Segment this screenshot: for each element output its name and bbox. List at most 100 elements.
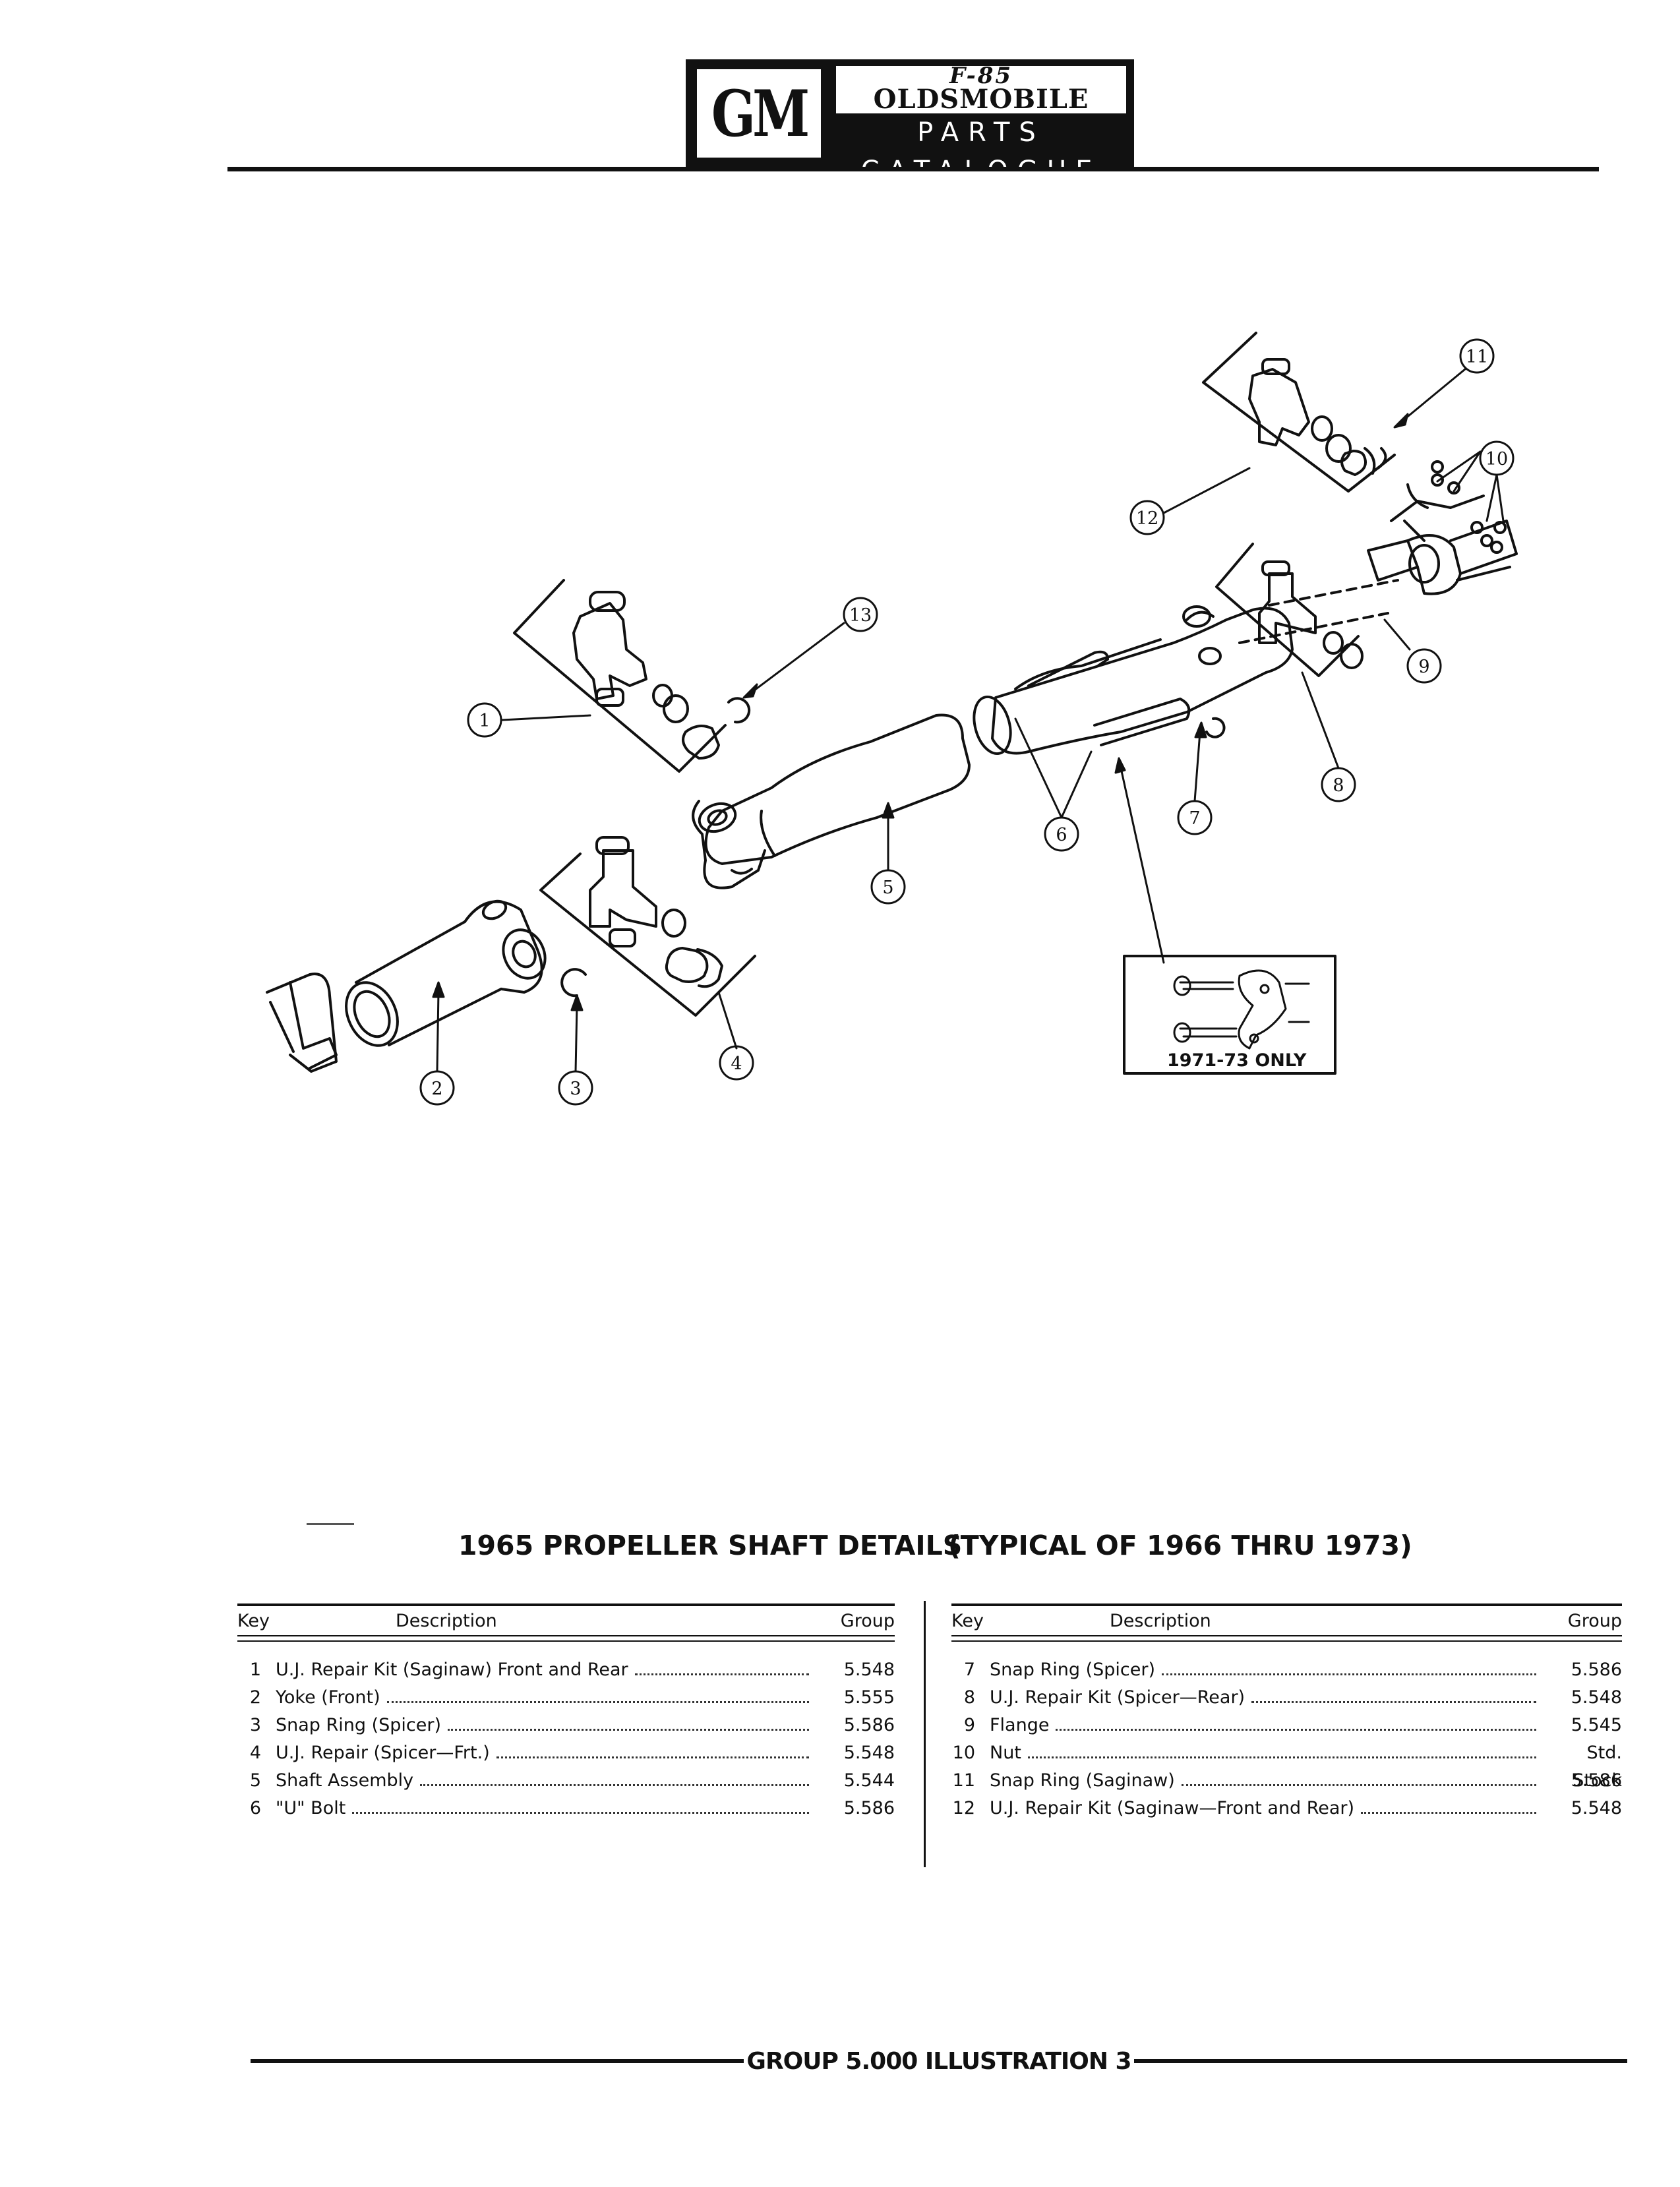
callout-2-label: 2 (431, 1079, 442, 1099)
header-group: Group (1567, 1610, 1622, 1631)
u-joint-kit-8-drawing (1215, 543, 1399, 677)
callout-2: 2 (419, 1070, 455, 1106)
row-key: 4 (249, 1743, 261, 1763)
logo-white-panel: F-85 OLDSMOBILE (836, 63, 1126, 115)
leader-lines (432, 368, 1505, 1073)
row-description: U.J. Repair Kit (Spicer—Rear) (990, 1684, 1536, 1712)
row-key: 8 (963, 1687, 975, 1708)
header-key: Key (237, 1610, 270, 1631)
row-key: 6 (249, 1798, 261, 1818)
callout-5: 5 (870, 869, 906, 905)
table-header: Key Description Group (951, 1606, 1622, 1635)
table-row: 7 Snap Ring (Spicer) 5.586 (951, 1656, 1622, 1684)
callout-10-label: 10 (1485, 449, 1508, 469)
callout-4: 4 (719, 1045, 754, 1081)
row-key: 7 (963, 1660, 975, 1680)
row-description: U.J. Repair Kit (Saginaw—Front and Rear) (990, 1795, 1536, 1822)
row-key: 10 (952, 1743, 975, 1763)
stray-mark (307, 1523, 354, 1525)
logo-model-text: F-85 (949, 63, 1013, 89)
table-column-divider (924, 1601, 926, 1867)
leader-dots (352, 1812, 809, 1814)
snap-ring-3-drawing (560, 968, 587, 998)
front-slip-yoke-drawing (345, 899, 547, 1047)
row-group: 5.555 (843, 1687, 895, 1708)
row-key: 11 (952, 1770, 975, 1791)
row-description-text: Yoke (Front) (276, 1687, 380, 1708)
row-key: 3 (249, 1715, 261, 1735)
row-description: Snap Ring (Spicer) (276, 1712, 809, 1739)
table-header-rule-2 (237, 1640, 895, 1642)
row-key: 12 (952, 1798, 975, 1818)
callout-12-label: 12 (1136, 508, 1158, 529)
row-description: U.J. Repair Kit (Saginaw) Front and Rear (276, 1656, 809, 1684)
rear-shaft-section-drawing (973, 605, 1294, 756)
row-description-text: Snap Ring (Spicer) (990, 1660, 1156, 1680)
footer-text: GROUP 5.000 ILLUSTRATION 3 (746, 2047, 1131, 2075)
table-header-rule (237, 1635, 895, 1636)
row-group: 5.586 (1571, 1770, 1622, 1791)
row-group: 5.548 (843, 1660, 895, 1680)
row-description: Shaft Assembly (276, 1767, 809, 1795)
callout-4-label: 4 (731, 1054, 742, 1074)
row-description: Snap Ring (Saginaw) (990, 1767, 1536, 1795)
leader-dots (1251, 1701, 1536, 1703)
callout-7: 7 (1177, 800, 1213, 835)
row-key: 5 (249, 1770, 261, 1791)
row-description: Yoke (Front) (276, 1684, 809, 1712)
logo-brand-text: OLDSMOBILE (873, 84, 1089, 115)
callout-7-label: 7 (1189, 808, 1200, 829)
callout-8-label: 8 (1333, 775, 1344, 796)
row-group: 5.586 (843, 1798, 895, 1818)
header-rule (227, 167, 1599, 171)
row-key: 9 (963, 1715, 975, 1735)
row-description-text: Snap Ring (Spicer) (276, 1715, 442, 1735)
gm-logo-text: GM (711, 76, 810, 151)
row-group: 5.548 (1571, 1687, 1622, 1708)
callout-6: 6 (1044, 816, 1079, 852)
callout-3-label: 3 (570, 1079, 581, 1099)
callout-13: 13 (843, 597, 878, 632)
row-description-text: Nut (990, 1743, 1021, 1763)
callout-8: 8 (1321, 767, 1356, 802)
inset-1971-73-box: 1971-73 ONLY (1123, 955, 1336, 1075)
row-description-text: U.J. Repair (Spicer—Frt.) (276, 1743, 490, 1763)
propeller-shaft-exploded-diagram: 1971-73 ONLY 1 2 3 4 5 6 7 8 9 10 11 12 … (266, 332, 1518, 1106)
leader-dots (1056, 1729, 1536, 1731)
callout-9: 9 (1406, 648, 1442, 684)
callout-6-label: 6 (1056, 825, 1067, 845)
leader-dots (448, 1729, 809, 1731)
table-row: 10 Nut Std. Stock (951, 1739, 1622, 1791)
row-group: 5.544 (843, 1770, 895, 1791)
callout-1: 1 (467, 702, 502, 738)
row-description-text: U.J. Repair Kit (Spicer—Rear) (990, 1687, 1245, 1708)
u-joint-kit-4-drawing (539, 836, 756, 1017)
page-title: 1965 PROPELLER SHAFT DETAILS (458, 1530, 963, 1561)
row-key: 2 (249, 1687, 261, 1708)
leader-dots (386, 1701, 809, 1703)
row-description: Snap Ring (Spicer) (990, 1656, 1536, 1684)
u-joint-kit-12-drawing (1202, 332, 1396, 493)
footer-rule-right (1133, 2059, 1627, 2063)
snap-ring-13-drawing (727, 697, 751, 724)
leader-dots (1181, 1784, 1536, 1786)
inset-label: 1971-73 ONLY (1167, 1050, 1307, 1071)
callout-10: 10 (1479, 440, 1515, 476)
page-footer: GROUP 5.000 ILLUSTRATION 3 (251, 2047, 1627, 2075)
callout-11-label: 11 (1466, 347, 1488, 367)
table-top-rule (237, 1603, 895, 1606)
row-group: 5.586 (1571, 1660, 1622, 1680)
page-subtitle: (TYPICAL OF 1966 THRU 1973) (948, 1530, 1412, 1561)
callout-11: 11 (1459, 338, 1495, 374)
row-group: Std. Stock (1573, 1743, 1622, 1791)
table-row: 2 Yoke (Front) 5.555 (237, 1684, 895, 1712)
snap-ring-7-drawing (1205, 717, 1226, 738)
table-top-rule (951, 1603, 1622, 1606)
table-header-rule-2 (951, 1640, 1622, 1642)
